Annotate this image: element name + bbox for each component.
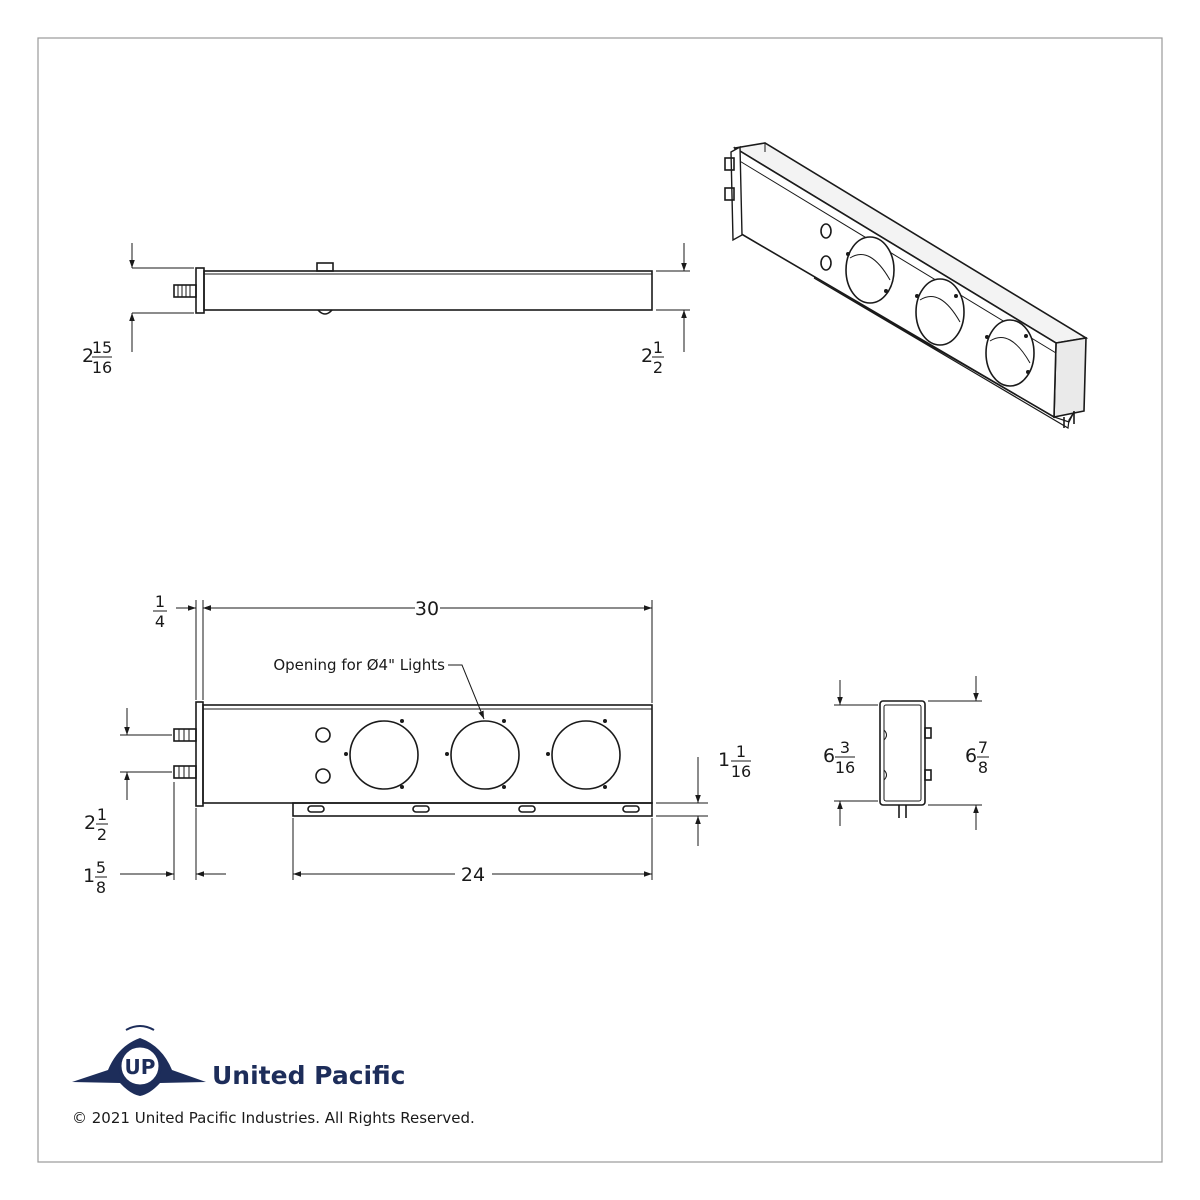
svg-text:16: 16 bbox=[731, 762, 751, 781]
svg-text:2: 2 bbox=[97, 825, 107, 844]
dim-front-stud-length: 1 5 8 bbox=[83, 858, 107, 897]
svg-text:2: 2 bbox=[653, 358, 663, 377]
callout-light-openings: Opening for Ø4" Lights bbox=[273, 656, 445, 674]
svg-text:2: 2 bbox=[84, 812, 96, 834]
side-view bbox=[129, 243, 690, 352]
svg-text:4: 4 bbox=[155, 612, 165, 631]
dim-front-bracket-drop: 1 1 16 bbox=[718, 742, 751, 781]
dim-side-right-height: 2 1 2 bbox=[641, 338, 664, 377]
svg-text:8: 8 bbox=[96, 878, 106, 897]
svg-text:2: 2 bbox=[82, 345, 94, 367]
end-view bbox=[834, 676, 982, 830]
dim-front-length: 30 bbox=[415, 598, 439, 620]
dim-front-bracket-length: 24 bbox=[461, 864, 485, 886]
svg-text:16: 16 bbox=[835, 758, 855, 777]
svg-text:1: 1 bbox=[653, 338, 663, 357]
logo-monogram: UP bbox=[125, 1055, 156, 1079]
svg-text:8: 8 bbox=[978, 758, 988, 777]
isometric-view bbox=[724, 142, 1089, 429]
dim-end-inner-height: 6 3 16 bbox=[823, 738, 855, 777]
svg-text:1: 1 bbox=[83, 865, 95, 887]
svg-text:6: 6 bbox=[823, 745, 835, 767]
svg-text:1: 1 bbox=[736, 742, 746, 761]
svg-text:2: 2 bbox=[641, 345, 653, 367]
dim-front-flange: 1 4 bbox=[153, 592, 167, 631]
svg-text:5: 5 bbox=[96, 858, 106, 877]
copyright-notice: © 2021 United Pacific Industries. All Ri… bbox=[72, 1109, 475, 1127]
dim-front-stud-spacing: 2 1 2 bbox=[84, 805, 108, 844]
brand-name: United Pacific bbox=[212, 1061, 405, 1090]
svg-text:15: 15 bbox=[92, 338, 112, 357]
page-border bbox=[37, 37, 1163, 1163]
front-view bbox=[120, 600, 708, 880]
svg-text:7: 7 bbox=[978, 738, 988, 757]
dim-side-left-height: 2 15 16 bbox=[82, 338, 112, 377]
svg-text:6: 6 bbox=[965, 745, 977, 767]
dim-end-outer-height: 6 7 8 bbox=[965, 738, 989, 777]
svg-text:16: 16 bbox=[92, 358, 112, 377]
svg-text:1: 1 bbox=[155, 592, 165, 611]
svg-text:1: 1 bbox=[718, 749, 730, 771]
svg-text:1: 1 bbox=[97, 805, 107, 824]
brand-logo: UP United Pacific bbox=[72, 1025, 405, 1096]
svg-text:3: 3 bbox=[840, 738, 850, 757]
